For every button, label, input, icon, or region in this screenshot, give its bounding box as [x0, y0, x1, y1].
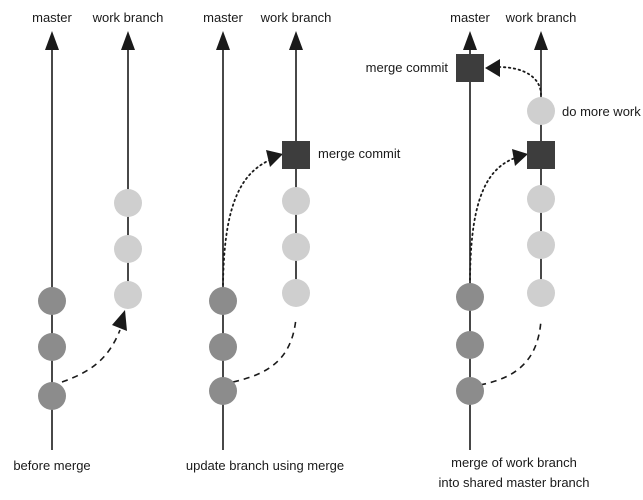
merge-commit-label: merge commit [318, 146, 401, 161]
update-connector [469, 157, 516, 286]
master-commit [38, 333, 66, 361]
merge-commit [282, 141, 310, 169]
master-label: master [32, 10, 72, 25]
update-arrow-head [512, 149, 528, 166]
master-commit [209, 333, 237, 361]
do-more-work-label: do more work [562, 104, 641, 119]
merge-connector [222, 159, 271, 286]
work-branch-label: work branch [505, 10, 577, 25]
final-merge-connector [497, 66, 542, 96]
work-branch-label: work branch [260, 10, 332, 25]
master-commit [38, 382, 66, 410]
work-commit [114, 281, 142, 309]
master-commit [456, 377, 484, 405]
work-commit [282, 279, 310, 307]
caption-merge-line1: merge of work branch [451, 455, 577, 470]
work-arrow-head [289, 31, 303, 50]
work-arrow-head [534, 31, 548, 50]
merge-arrow-head [266, 150, 283, 167]
caption-merge-line2: into shared master branch [438, 475, 589, 490]
work-commit [114, 235, 142, 263]
branch-off-connector [479, 319, 542, 386]
merge-commit-label: merge commit [366, 60, 449, 75]
caption-update-branch: update branch using merge [186, 458, 344, 473]
work-commit [527, 231, 555, 259]
work-commit [527, 279, 555, 307]
caption-before-merge: before merge [13, 458, 90, 473]
panel-before-merge: master work branch before merge [13, 10, 163, 473]
panel-merge-into-master: master work branch merge commit do more … [366, 10, 642, 490]
work-commit [282, 233, 310, 261]
branch-merge-commit [527, 141, 555, 169]
master-commit [38, 287, 66, 315]
work-commit [114, 189, 142, 217]
master-arrow-head [45, 31, 59, 50]
work-arrow-head [121, 31, 135, 50]
master-label: master [203, 10, 243, 25]
branch-off-connector [61, 329, 121, 383]
master-commit [456, 331, 484, 359]
work-commit [282, 187, 310, 215]
branch-off-arrow-head [112, 310, 127, 331]
branch-off-connector [232, 317, 297, 383]
master-arrow-head [216, 31, 230, 50]
master-merge-commit [456, 54, 484, 82]
work-branch-label: work branch [92, 10, 164, 25]
master-arrow-head [463, 31, 477, 50]
master-commit [209, 287, 237, 315]
master-commit [456, 283, 484, 311]
final-merge-arrow-head [485, 59, 500, 77]
work-commit [527, 185, 555, 213]
master-commit [209, 377, 237, 405]
panel-update-branch: master work branch merge commit update b… [186, 10, 401, 473]
work-commit [527, 97, 555, 125]
master-label: master [450, 10, 490, 25]
